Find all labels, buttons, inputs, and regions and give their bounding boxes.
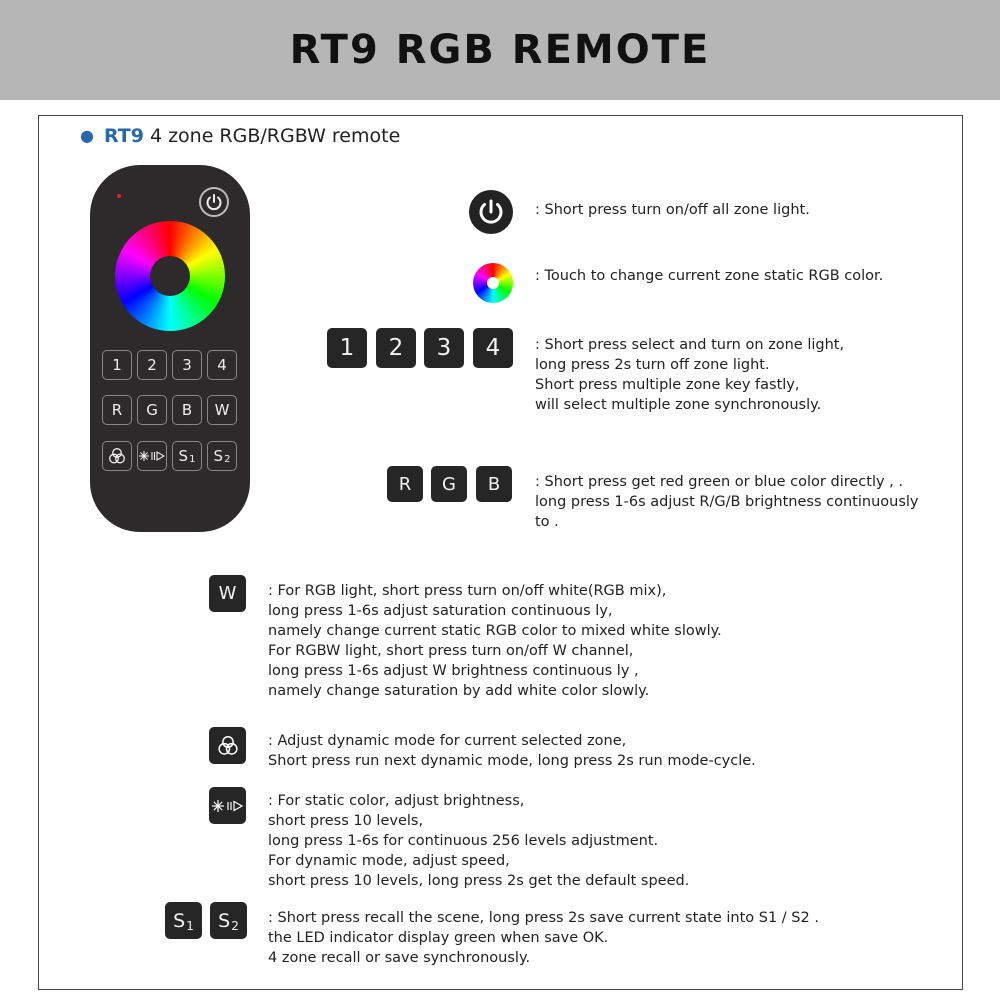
zone-description: : Short press select and turn on zone li… [535, 337, 845, 413]
scene-description: : Short press recall the scene, long pre… [268, 910, 819, 966]
zone-key-2: 2 [376, 328, 416, 368]
led-indicator [117, 194, 121, 198]
remote-brightness-speed-icon [139, 451, 165, 461]
remote-key-b: B [172, 395, 202, 425]
page-title: RT9 RGB REMOTE [289, 27, 711, 73]
key-g: G [431, 466, 467, 502]
bullet-icon: ● [80, 126, 94, 145]
remote-mode-key [102, 441, 132, 471]
remote-key-r: R [102, 395, 132, 425]
color-wheel-description: : Touch to change current zone static RG… [535, 268, 884, 284]
key-w: W [209, 575, 246, 612]
brightness-description: : For static color, adjust brightness, s… [268, 793, 690, 889]
remote-zone-key-3: 3 [172, 350, 202, 380]
white-description: : For RGB light, short press turn on/off… [268, 583, 722, 699]
subtitle-text: 4 zone RGB/RGBW remote [149, 125, 401, 147]
zone-key-4: 4 [473, 328, 513, 368]
zone-key-3: 3 [424, 328, 464, 368]
remote-zone-key-1: 1 [102, 350, 132, 380]
remote-zone-key-4: 4 [207, 350, 237, 380]
remote-color-wheel-icon [115, 221, 225, 331]
header-banner: RT9 RGB REMOTE [0, 0, 1000, 100]
power-icon [469, 190, 513, 234]
remote-key-g: G [137, 395, 167, 425]
remote-brightness-key [137, 441, 167, 471]
mode-description: : Adjust dynamic mode for current select… [268, 733, 756, 769]
content-frame [38, 115, 963, 990]
key-r: R [387, 466, 423, 502]
remote-mode-icon [109, 448, 125, 464]
power-description: : Short press turn on/off all zone light… [535, 202, 810, 218]
model-name: RT9 [103, 125, 144, 147]
remote-zone-key-2: 2 [137, 350, 167, 380]
zone-key-1: 1 [327, 328, 367, 368]
color-wheel-icon [473, 263, 513, 303]
key-b: B [476, 466, 512, 502]
dynamic-mode-icon [217, 735, 238, 755]
brightness-speed-icon [211, 799, 243, 812]
remote-power-icon [199, 187, 229, 217]
brightness-speed-key [209, 787, 246, 824]
rgb-description: : Short press get red green or blue colo… [535, 474, 919, 530]
remote-key-w: W [207, 395, 237, 425]
mode-key [209, 727, 246, 764]
